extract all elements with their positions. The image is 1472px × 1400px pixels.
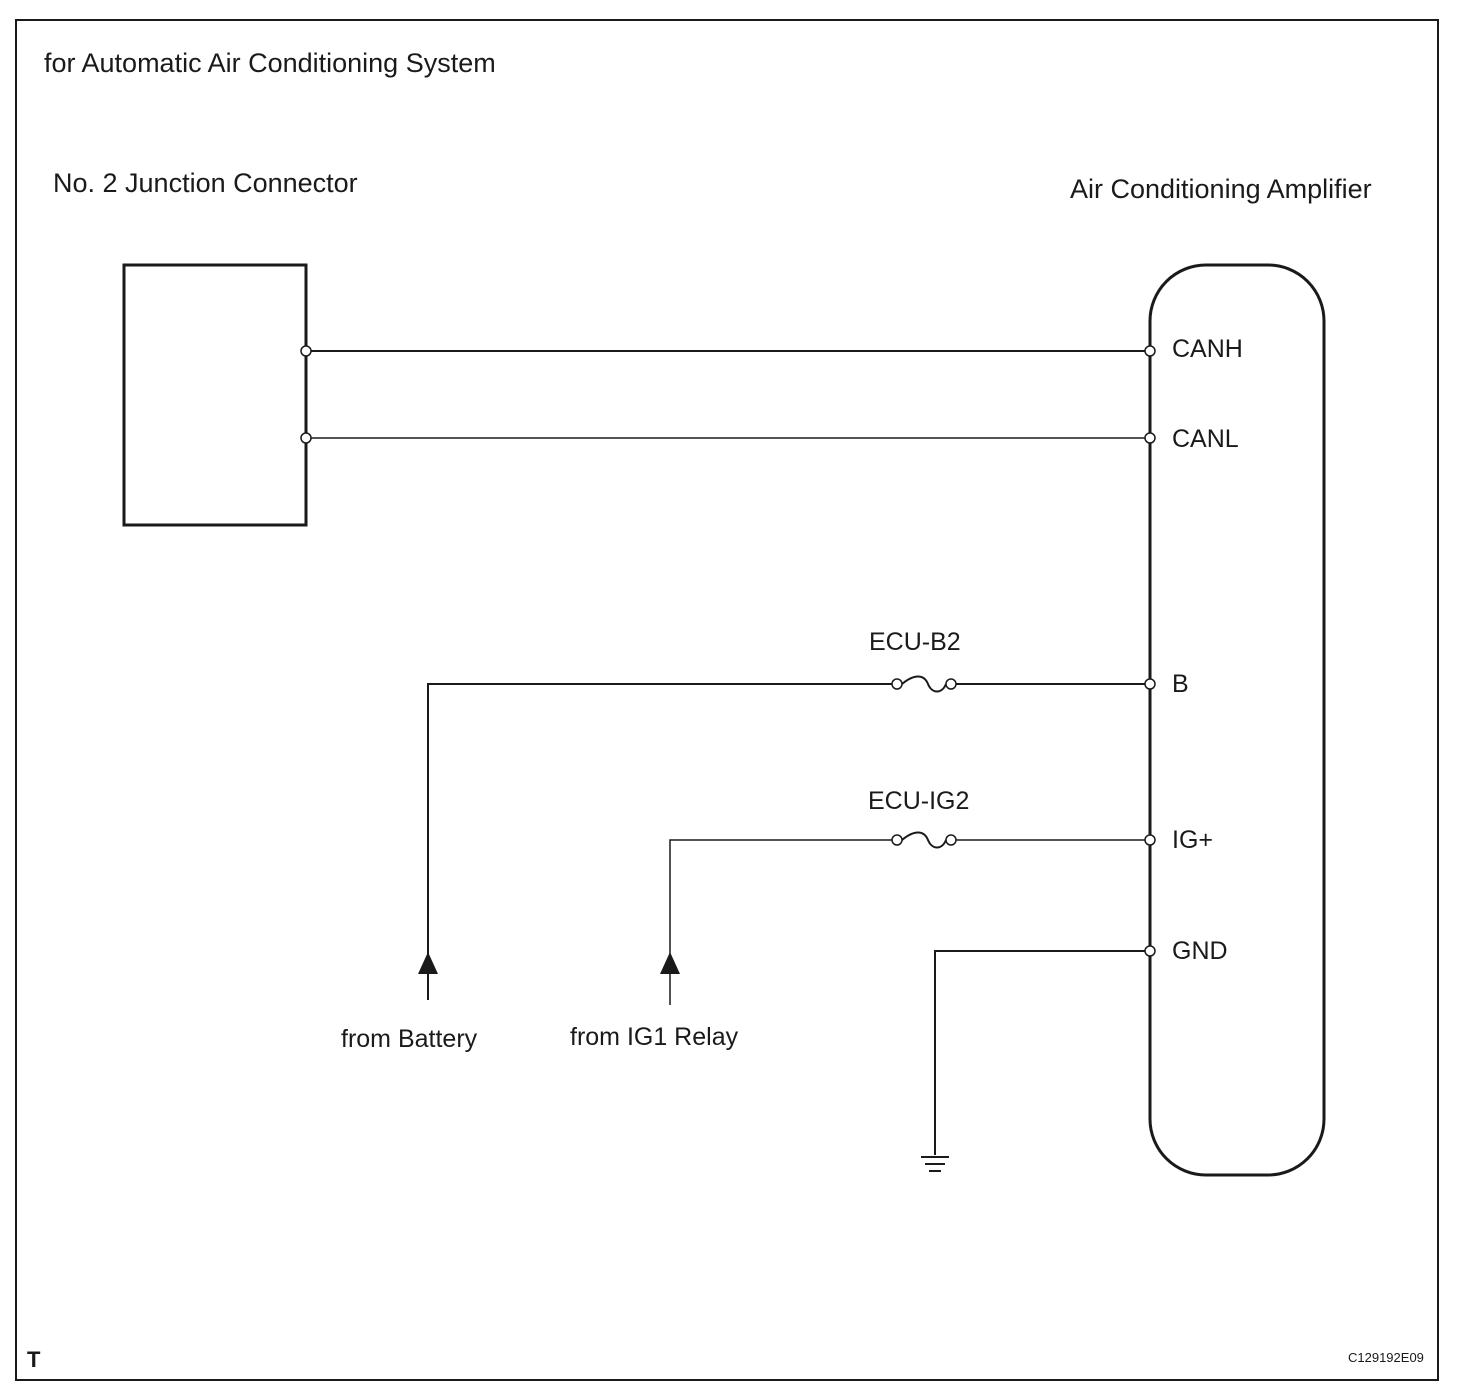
connector-canh-terminal [300,345,312,357]
b-terminal-label: B [1172,670,1189,698]
gnd-terminal [1144,945,1156,957]
ig1-relay-source-label: from IG1 Relay [570,1023,739,1051]
diagram-title: for Automatic Air Conditioning System [44,48,496,78]
ig1-relay-wire [669,839,892,1005]
ecu-b2-fuse-terminal-right [945,678,957,690]
junction-connector-label: No. 2 Junction Connector [53,168,358,198]
canh-terminal [1144,345,1156,357]
ecu-b2-fuse-terminal-left [891,678,903,690]
figure-code: C129192E09 [1348,1350,1424,1365]
ig-plus-terminal-label: IG+ [1172,826,1213,854]
ecu-b2-fuse-label: ECU-B2 [869,628,961,656]
junction-connector-box [122,263,308,527]
ig-plus-terminal [1144,834,1156,846]
canl-terminal-label: CANL [1172,425,1239,453]
ecu-ig2-fuse-terminal-left [891,834,903,846]
battery-wire [427,683,892,1000]
gnd-terminal-label: GND [1172,937,1228,965]
connector-canl-terminal [300,432,312,444]
amplifier-body [1148,263,1326,1177]
ig1-relay-source-arrow [660,952,680,974]
corner-mark: T [27,1347,41,1372]
amplifier-label: Air Conditioning Amplifier [1070,174,1372,204]
ecu-ig2-fuse [901,831,947,849]
canl-terminal [1144,432,1156,444]
battery-source-label: from Battery [341,1025,478,1053]
ground-icon [921,1156,949,1172]
diagram-frame [15,19,1439,1381]
canh-terminal-label: CANH [1172,335,1243,363]
ground-wire [934,950,1150,1155]
ecu-ig2-fuse-label: ECU-IG2 [868,787,969,815]
ecu-b2-fuse [901,675,947,693]
battery-source-arrow [418,952,438,974]
ecu-ig2-fuse-terminal-right [945,834,957,846]
b-terminal [1144,678,1156,690]
